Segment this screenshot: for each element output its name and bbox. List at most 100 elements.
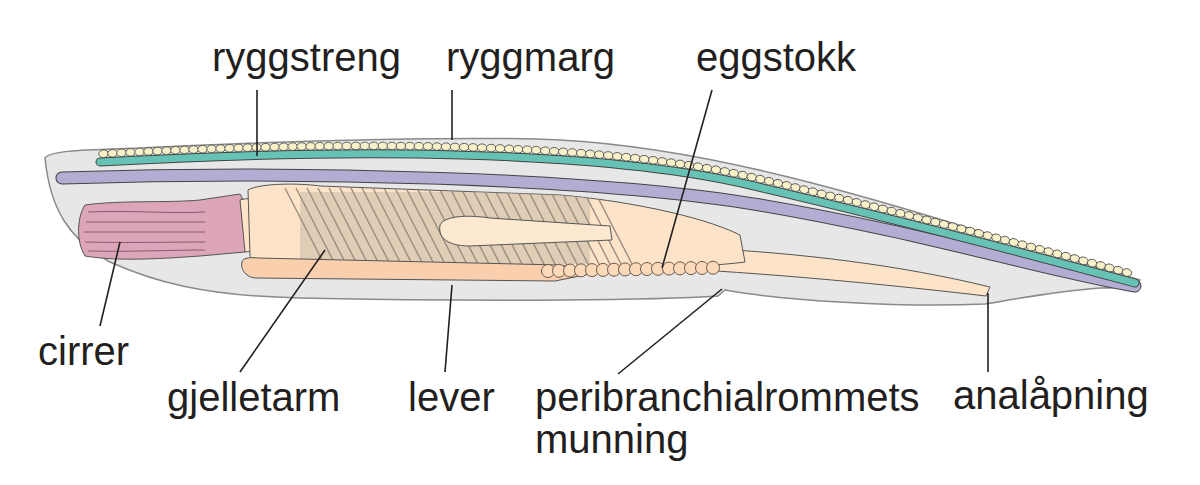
fin-ray [144,147,154,155]
fin-ray [405,142,415,150]
fin-ray [324,142,334,150]
fin-ray [378,142,388,150]
gill-slit [351,188,391,266]
fin-ray [486,144,496,152]
liver [242,258,600,281]
fin-ray [342,142,352,150]
fin-ray [180,146,190,154]
fin-ray [675,159,686,168]
fin-ray [495,144,505,152]
fin-ray [842,195,853,205]
fin-ray [755,174,766,184]
fin-ray [270,143,280,151]
fin-ray [522,146,532,154]
gill-slit [296,188,336,266]
fin-ray [261,143,271,151]
fin-ray [648,156,658,165]
fin-ray [513,145,523,153]
fin-ray [612,152,622,161]
fin-ray [567,148,577,156]
nerve-cord-outline [100,154,1135,283]
fin-ray [930,217,941,227]
leader-line [240,250,325,372]
leader-line [100,242,120,326]
leader-line [445,285,452,372]
fin-ray [956,224,967,234]
fin-ray [504,145,514,153]
gill-slit [285,188,325,266]
part-label: lever [408,376,495,418]
fin-ray [657,157,668,166]
fin-ray [540,147,550,155]
fin-ray [693,162,704,171]
fin-ray [630,154,640,163]
fin-ray [315,142,325,150]
fin-ray [153,147,163,155]
leader-line [256,90,258,156]
fin-ray [790,183,801,193]
notochord-outline [62,175,1135,286]
fin-ray [414,142,424,150]
fin-ray [711,165,722,174]
pharynx [248,184,745,270]
fin-ray [886,206,897,216]
leader-line [618,289,722,374]
fin-ray [198,145,208,153]
ovary-segment [707,261,720,274]
fin-ray [912,213,923,223]
fin-ray [441,143,451,151]
part-label: eggstokk [696,36,856,78]
oral-cirri [79,194,247,259]
ovary [542,261,720,277]
fin-ray [243,144,253,152]
part-label: ryggmarg [446,36,615,78]
fin-ray [297,143,307,151]
gill-slit [384,188,424,266]
fin-ray [333,142,343,150]
fin-ray [772,179,783,189]
gill-slit [318,188,358,266]
fin-ray [477,144,487,152]
fin-ray [825,191,836,201]
fin-ray [921,215,932,225]
fin-ray [764,176,775,186]
fin-ray [351,142,361,150]
fin-ray [225,144,235,152]
fin-ray [207,145,217,153]
fin-ray [895,208,906,218]
fin-ray [746,172,757,182]
fin-ray [666,158,677,167]
part-label: analåpning [953,374,1149,416]
gill-slit [373,188,413,266]
part-label: cirrer [38,330,129,372]
leader-line [987,293,989,372]
fin-ray [360,142,370,150]
fin-ray [306,142,316,150]
fin-ray [965,226,976,236]
gill-slit [395,188,435,266]
gill-slit [307,188,347,266]
fin-ray [799,185,810,195]
fin-ray [126,148,136,156]
fin-ray [450,143,460,151]
fin-ray [1121,268,1132,278]
fin-ray [869,202,880,212]
fin-ray [860,200,871,210]
fin-ray [108,149,118,157]
leader-line [662,90,712,268]
fin-ray [947,222,958,232]
leader-lines [100,90,988,374]
fin-ray [720,167,731,176]
fin-ray [728,169,739,178]
notochord [62,175,1135,286]
part-label: gjelletarm [167,376,340,418]
part-label: peribranchialrommets munning [535,376,945,460]
fin-ray [639,155,649,164]
fin-ray [279,143,289,151]
fin-ray [549,147,559,155]
fin-ray [234,144,244,152]
fin-ray [904,211,915,221]
gill-slit [362,188,402,266]
fin-ray [468,143,478,151]
